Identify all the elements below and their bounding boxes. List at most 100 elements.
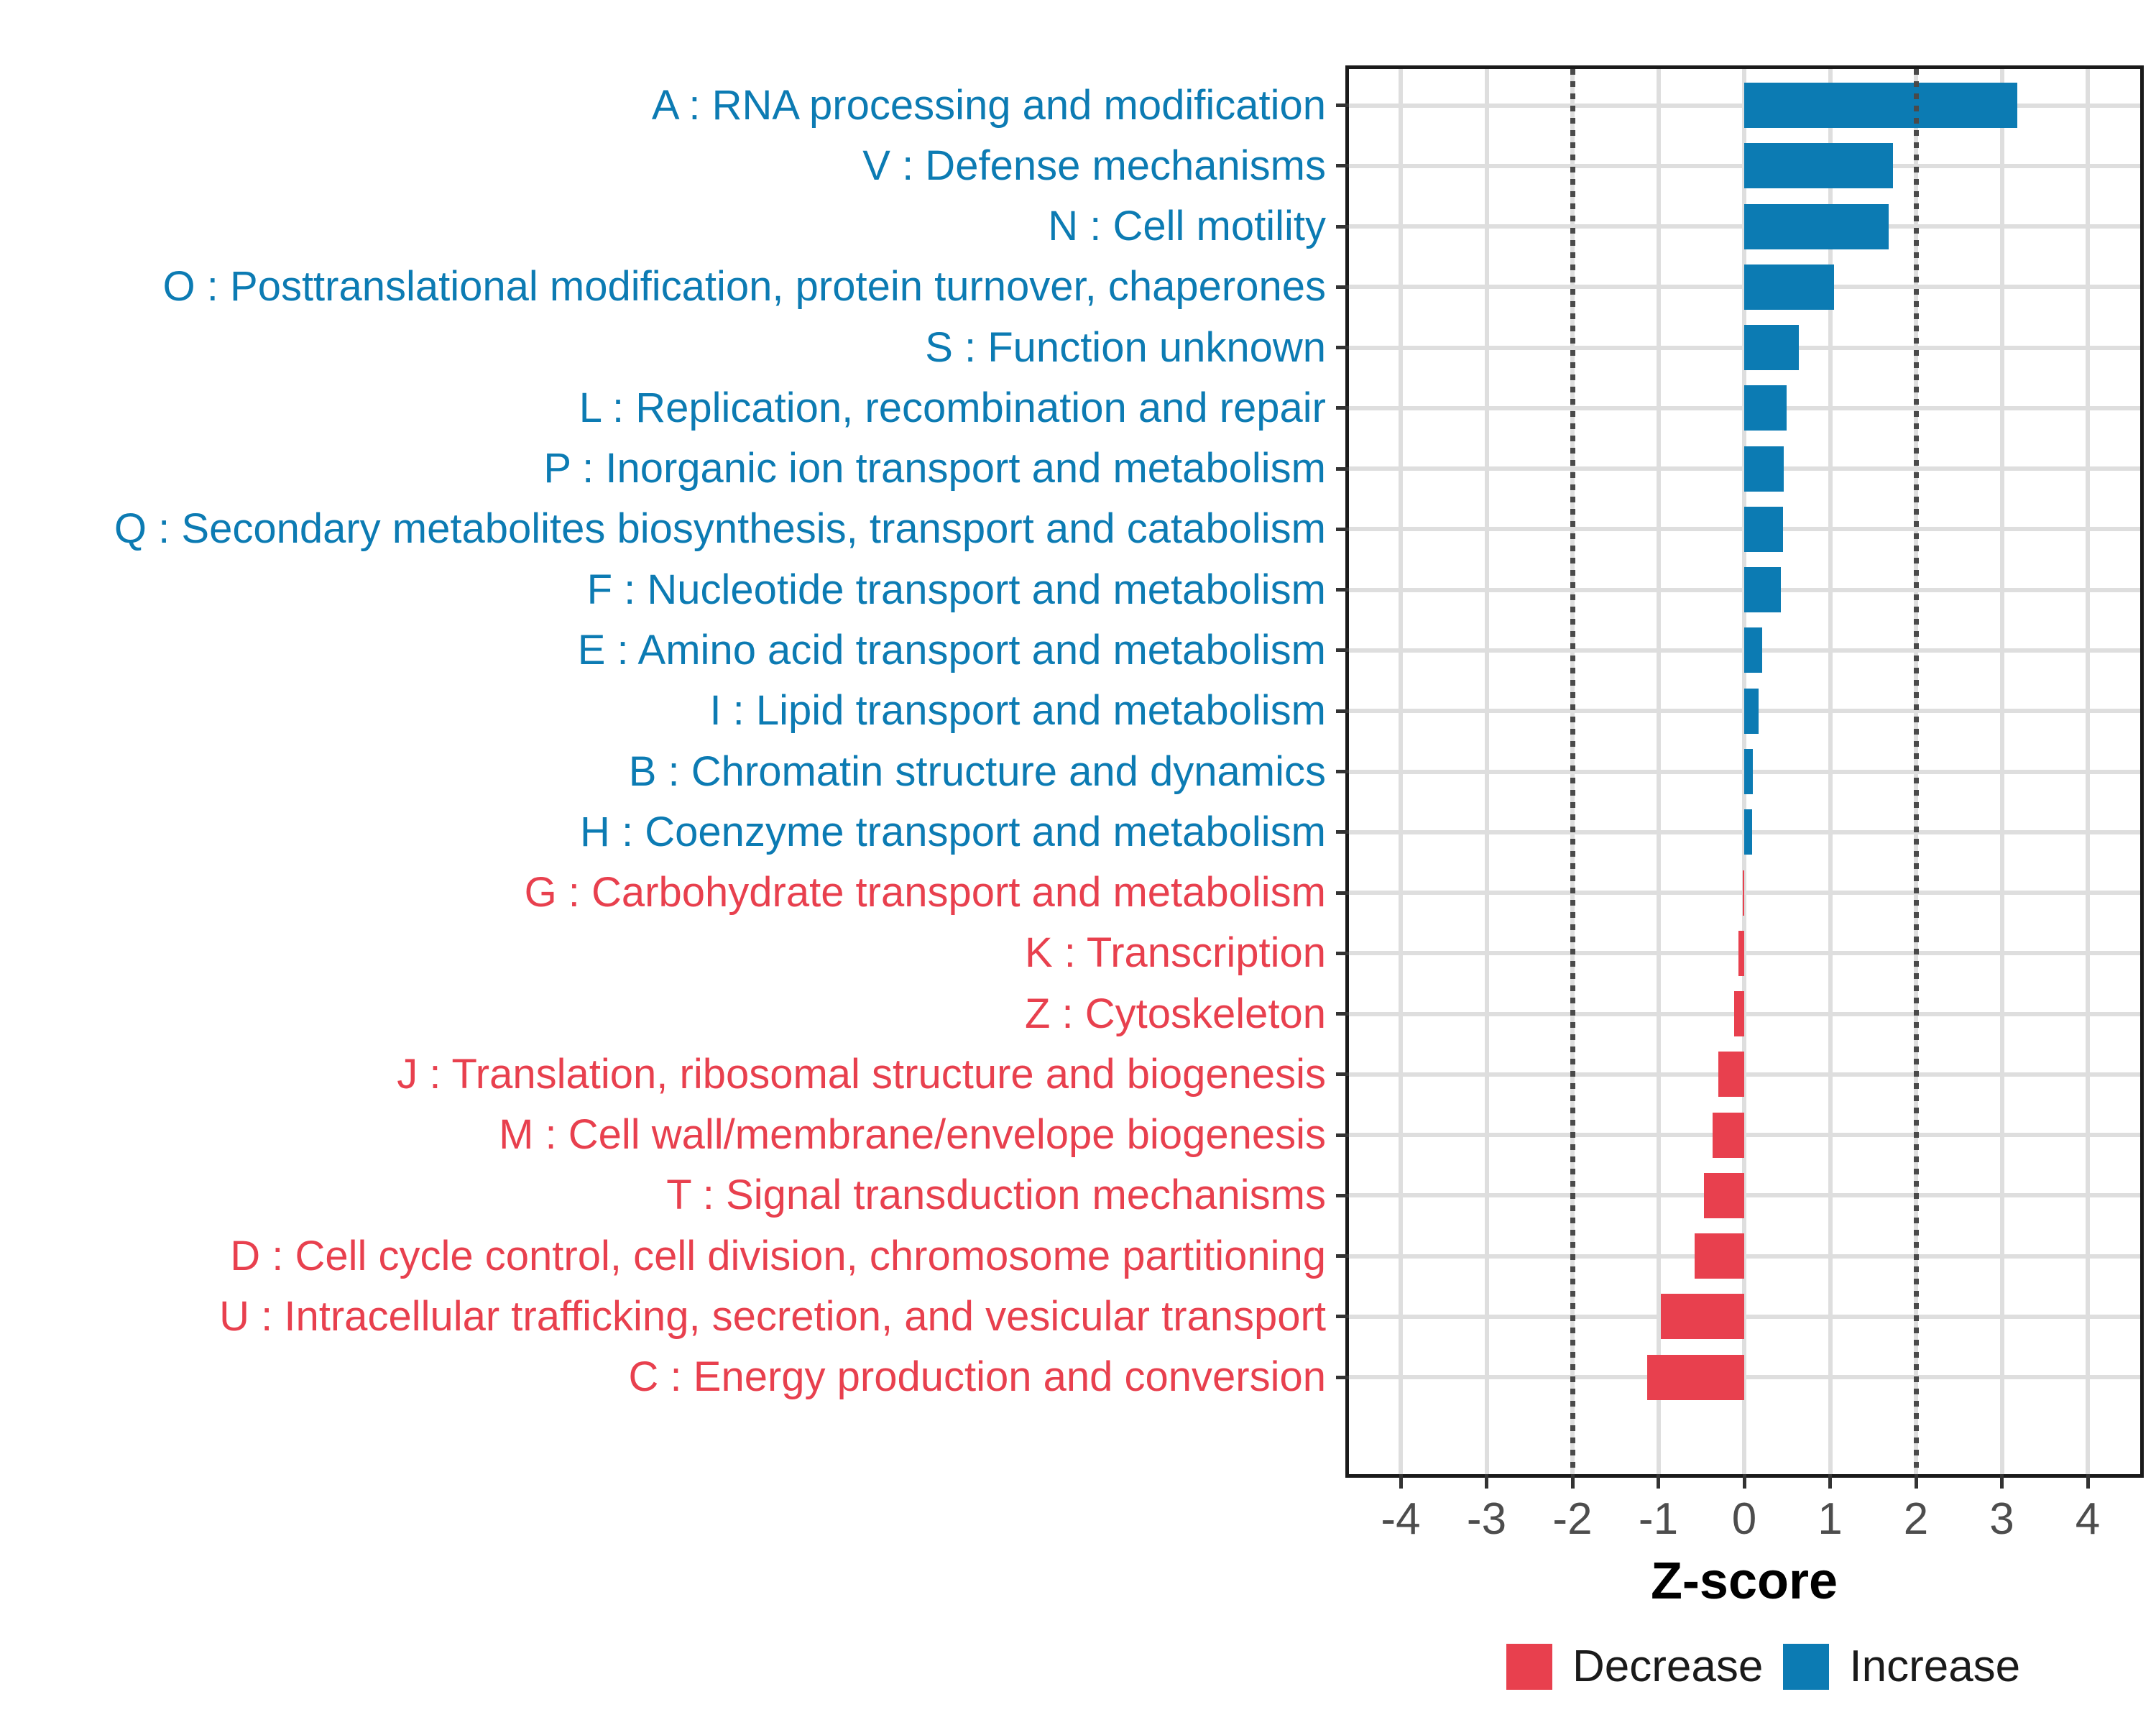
x-axis-tick (2000, 1474, 2004, 1489)
bar (1744, 264, 1835, 310)
y-axis-label: U : Intracellular trafficking, secretion… (219, 1292, 1326, 1340)
y-axis-tick (1336, 1375, 1349, 1379)
x-axis-tick (1657, 1474, 1660, 1489)
y-axis-tick (1336, 527, 1349, 531)
y-axis-label: I : Lipid transport and metabolism (709, 687, 1326, 735)
y-axis-label: A : RNA processing and modification (651, 81, 1326, 129)
bar (1744, 506, 1783, 552)
legend-item-decrease: Decrease (1506, 1642, 1763, 1692)
x-axis-title: Z-score (1650, 1552, 1838, 1610)
y-axis-tick (1336, 951, 1349, 955)
y-axis-label: V : Defense mechanisms (862, 142, 1326, 189)
x-axis-tick-label: 1 (1818, 1494, 1843, 1544)
y-axis-tick (1336, 588, 1349, 592)
bar (1744, 627, 1763, 673)
y-axis-label: Q : Secondary metabolites biosynthesis, … (114, 505, 1326, 553)
bar (1744, 446, 1784, 492)
bar (1703, 1172, 1744, 1218)
y-axis-label: B : Chromatin structure and dynamics (628, 748, 1326, 795)
legend-swatch-decrease (1506, 1644, 1552, 1690)
dotted-reference-line (1913, 69, 1919, 1474)
y-axis-label: T : Signal transduction mechanisms (666, 1172, 1326, 1219)
bar (1744, 385, 1787, 431)
y-axis-tick (1336, 1315, 1349, 1319)
h-gridline (1349, 1072, 2140, 1077)
bar (1694, 1233, 1744, 1279)
x-axis-tick-label: 0 (1731, 1494, 1757, 1544)
bar (1738, 930, 1744, 976)
x-axis-tick-label: 4 (2075, 1494, 2101, 1544)
x-axis-tick-label: -4 (1381, 1494, 1421, 1544)
bar (1661, 1294, 1744, 1340)
x-axis-tick-label: 3 (1989, 1494, 2014, 1544)
y-axis-tick (1336, 1072, 1349, 1077)
x-axis-tick (1914, 1474, 1918, 1489)
y-axis-label: C : Energy production and conversion (628, 1353, 1326, 1401)
legend: Decrease Increase (1506, 1642, 2020, 1692)
bar (1744, 688, 1759, 734)
h-gridline (1349, 1254, 2140, 1259)
y-axis-tick (1336, 891, 1349, 895)
h-gridline (1349, 1375, 2140, 1380)
x-axis-tick-label: 2 (1903, 1494, 1929, 1544)
y-axis-label: O : Posttranslational modification, prot… (162, 263, 1326, 310)
x-axis-tick-label: -2 (1552, 1494, 1593, 1544)
h-gridline (1349, 1314, 2140, 1319)
y-axis-label: F : Nucleotide transport and metabolism (586, 566, 1326, 613)
y-axis-label: L : Replication, recombination and repai… (579, 384, 1326, 431)
bar (1744, 83, 2017, 129)
y-axis-tick (1336, 1254, 1349, 1259)
y-axis-tick (1336, 466, 1349, 471)
y-axis-label: J : Translation, ribosomal structure and… (397, 1050, 1326, 1098)
x-axis-tick (1742, 1474, 1746, 1489)
h-gridline (1349, 951, 2140, 956)
y-axis-tick (1336, 830, 1349, 834)
y-axis-tick (1336, 1133, 1349, 1137)
y-axis-label: Z : Cytoskeleton (1024, 990, 1326, 1037)
y-axis-label: N : Cell motility (1048, 203, 1326, 250)
y-axis-tick (1336, 709, 1349, 713)
bar (1744, 203, 1889, 249)
bar (1744, 749, 1753, 794)
bar (1744, 809, 1752, 855)
y-axis-label: G : Carbohydrate transport and metabolis… (524, 869, 1326, 916)
y-axis-tick (1336, 1012, 1349, 1016)
bar (1742, 870, 1744, 916)
h-gridline (1349, 1133, 2140, 1138)
y-axis-tick (1336, 346, 1349, 350)
x-axis-tick-label: -1 (1638, 1494, 1679, 1544)
y-axis-tick (1336, 770, 1349, 773)
y-axis-label: M : Cell wall/membrane/envelope biogenes… (499, 1111, 1326, 1159)
y-axis-label: P : Inorganic ion transport and metaboli… (543, 445, 1326, 492)
x-axis-tick (1485, 1474, 1488, 1489)
x-axis-tick-label: -3 (1466, 1494, 1507, 1544)
y-axis-label: S : Function unknown (925, 323, 1326, 371)
y-axis-tick (1336, 1193, 1349, 1197)
y-axis-tick (1336, 285, 1349, 289)
bar (1744, 567, 1782, 613)
dotted-reference-line (1570, 69, 1575, 1474)
y-axis-label: K : Transcription (1024, 929, 1326, 977)
legend-swatch-increase (1783, 1644, 1830, 1690)
h-gridline (1349, 891, 2140, 896)
y-axis-tick (1336, 648, 1349, 653)
y-axis-tick (1336, 224, 1349, 229)
bar (1744, 325, 1800, 371)
y-axis-tick (1336, 164, 1349, 168)
x-axis-tick (1399, 1474, 1403, 1489)
y-axis-tick (1336, 104, 1349, 108)
y-axis-tick (1336, 406, 1349, 410)
y-axis-label: H : Coenzyme transport and metabolism (580, 808, 1326, 855)
x-axis-tick (1570, 1474, 1575, 1489)
y-axis-label: E : Amino acid transport and metabolism (577, 626, 1326, 673)
bar (1718, 1052, 1744, 1098)
y-axis-label: D : Cell cycle control, cell division, c… (230, 1232, 1326, 1279)
legend-label-decrease: Decrease (1572, 1642, 1764, 1691)
bar (1744, 143, 1893, 189)
h-gridline (1349, 1193, 2140, 1198)
legend-label-increase: Increase (1849, 1642, 2021, 1691)
legend-item-increase: Increase (1783, 1642, 2020, 1692)
x-axis-tick (2086, 1474, 2090, 1489)
h-gridline (1349, 1011, 2140, 1016)
